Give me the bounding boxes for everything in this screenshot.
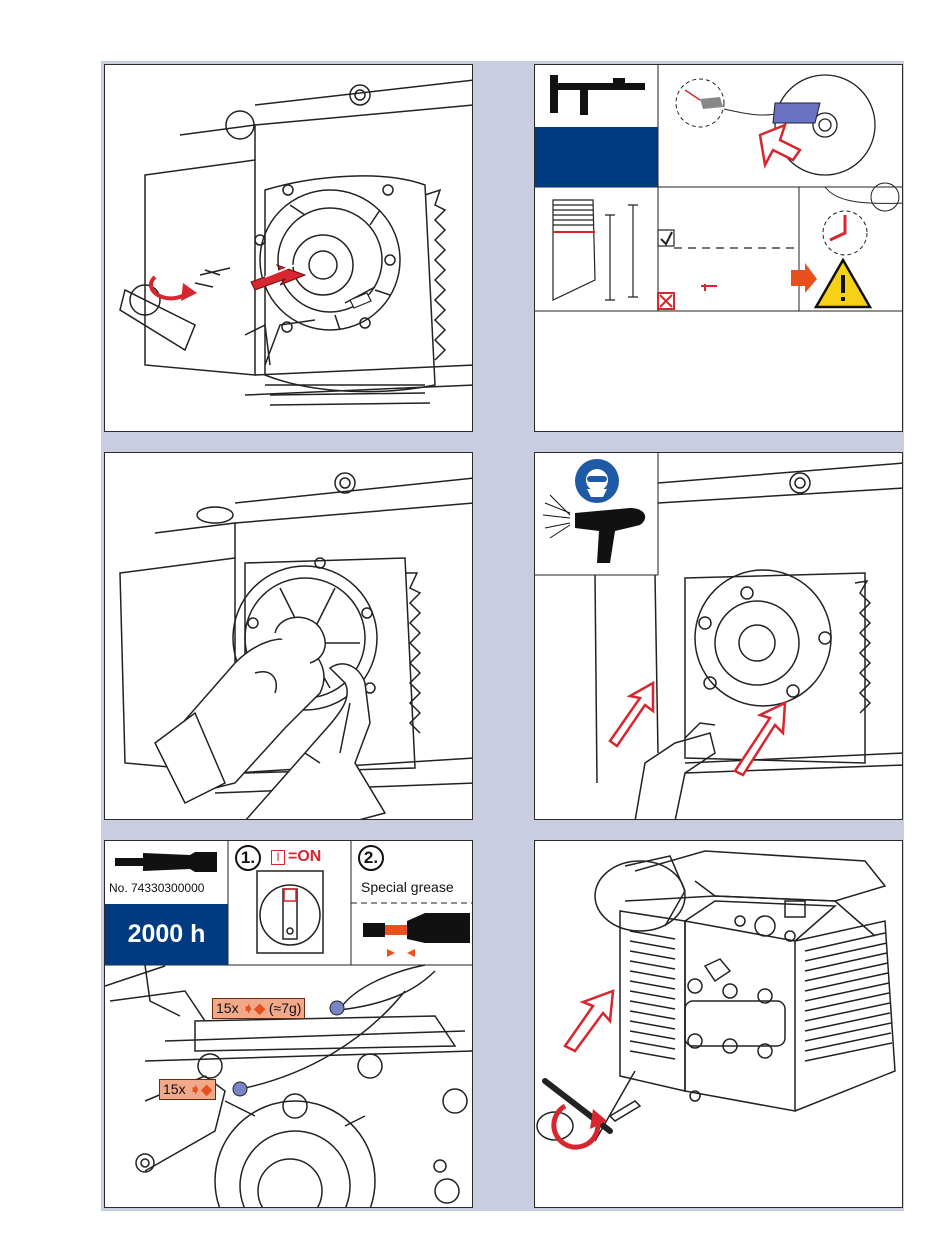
panel-remove-cover (104, 64, 473, 432)
switch-on-symbol: I (271, 850, 285, 865)
grease-gun-icon (115, 852, 217, 872)
grease-gun-part-number: No. 74330300000 (109, 881, 204, 895)
blowout-illustration (535, 453, 903, 820)
switch-on-label: =ON (288, 848, 321, 866)
vane-icon (773, 103, 820, 123)
panel-reassemble (534, 840, 903, 1208)
pump-assembly-icon (535, 841, 903, 1208)
panel-lubrication: No. 74330300000 2000 h 1. I =ON 2. Speci… (104, 840, 473, 1208)
lubrication-interval: 2000 h (105, 904, 228, 965)
face-protection-icon (575, 459, 619, 503)
grease-nozzle-icon (363, 913, 470, 957)
special-grease-label: Special grease (361, 879, 454, 895)
panel-blow-out (534, 452, 903, 820)
panel-clean-housing (104, 452, 473, 820)
removal-key-arrow-icon (151, 265, 305, 301)
tag-upper-count: 15x (216, 1000, 239, 1016)
grease-tag-lower: 15x ➧◆ (159, 1079, 216, 1100)
air-gun-icon (543, 495, 645, 563)
gloved-hands-icon (155, 617, 385, 820)
pump-cover-illustration (105, 65, 473, 432)
warning-icon (816, 260, 870, 307)
cleaning-illustration (105, 453, 473, 820)
lubrication-layout (105, 841, 473, 1208)
tag-lower-count: 15x (163, 1081, 186, 1097)
step1-number: 1. (235, 845, 261, 871)
tag-upper-amount: (≈7g) (269, 1000, 302, 1016)
tag-lower-arrow-icon: ➧◆ (189, 1081, 212, 1097)
tag-upper-arrow-icon: ➧◆ (242, 1000, 265, 1016)
main-switch-icon (257, 871, 323, 953)
vane-measurement-grid (535, 65, 903, 432)
caliper-icon (550, 75, 645, 115)
panel-measure-vanes (534, 64, 903, 432)
step2-number: 2. (358, 845, 384, 871)
grease-tag-upper: 15x ➧◆ (≈7g) (212, 998, 305, 1019)
